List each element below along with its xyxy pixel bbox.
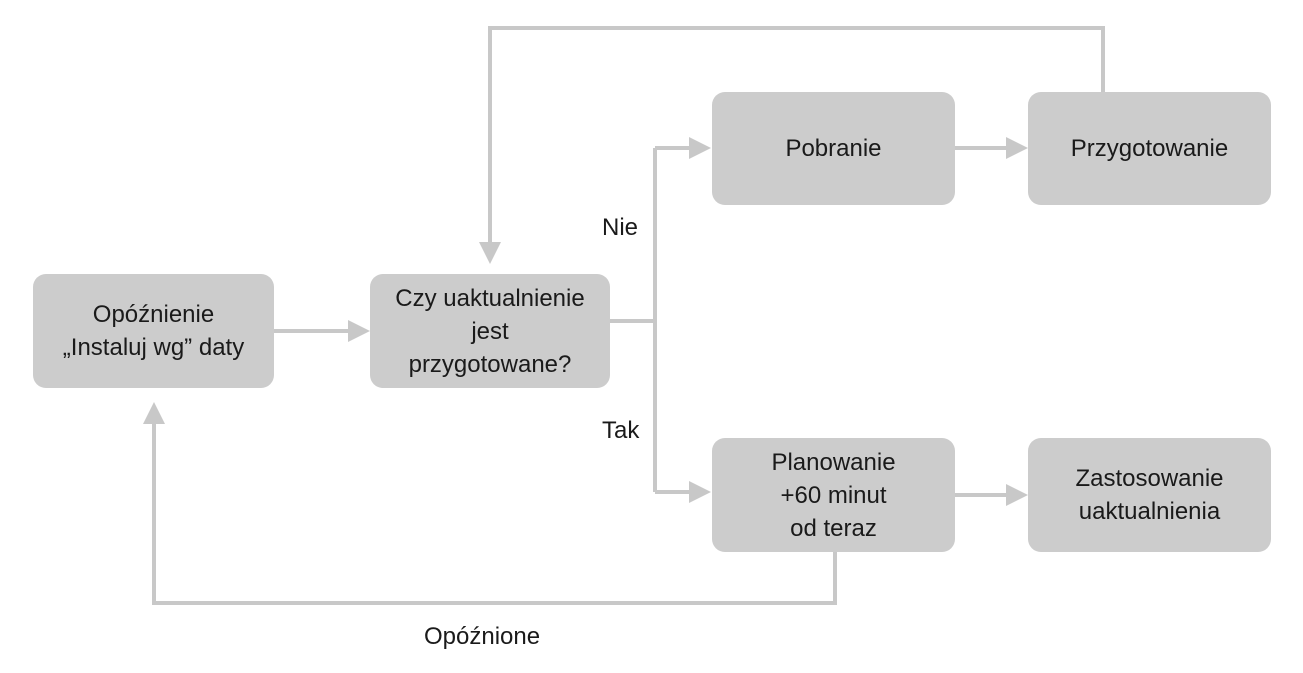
arrow-delayed-loop-to-delay (152, 420, 837, 605)
edge-label-no: Nie (602, 214, 639, 241)
arrowhead-download (689, 137, 711, 159)
arrowhead-prepare (1006, 137, 1028, 159)
arrow-prepare-loop-to-question (488, 26, 1105, 245)
node-prepare-label: Przygotowanie (1070, 135, 1229, 162)
node-delay-label: Opóźnienie „Instaluj wg” daty (62, 301, 245, 361)
node-schedule: Planowanie +60 minut od teraz (712, 438, 955, 552)
node-prepared-question: Czy uaktualnienie jest przygotowane? (370, 274, 610, 388)
arrowhead-schedule (689, 481, 711, 503)
node-apply: Zastosowanie uaktualnienia (1028, 438, 1271, 552)
node-delay: Opóźnienie „Instaluj wg” daty (33, 274, 274, 388)
arrowhead-apply (1006, 484, 1028, 506)
node-prepare: Przygotowanie (1028, 92, 1271, 205)
node-apply-label: Zastosowanie uaktualnienia (1075, 465, 1224, 525)
edge-label-delayed: Opóźnione (424, 623, 541, 650)
arrowhead-loop-question (479, 242, 501, 264)
edge-label-yes: Tak (602, 417, 640, 444)
node-download: Pobranie (712, 92, 955, 205)
node-prepared-question-label: Czy uaktualnienie jest przygotowane? (395, 284, 585, 378)
arrowhead-question (348, 320, 370, 342)
node-download-label: Pobranie (785, 135, 882, 162)
arrowhead-loop-delay (143, 402, 165, 424)
node-schedule-label: Planowanie +60 minut od teraz (771, 448, 896, 542)
